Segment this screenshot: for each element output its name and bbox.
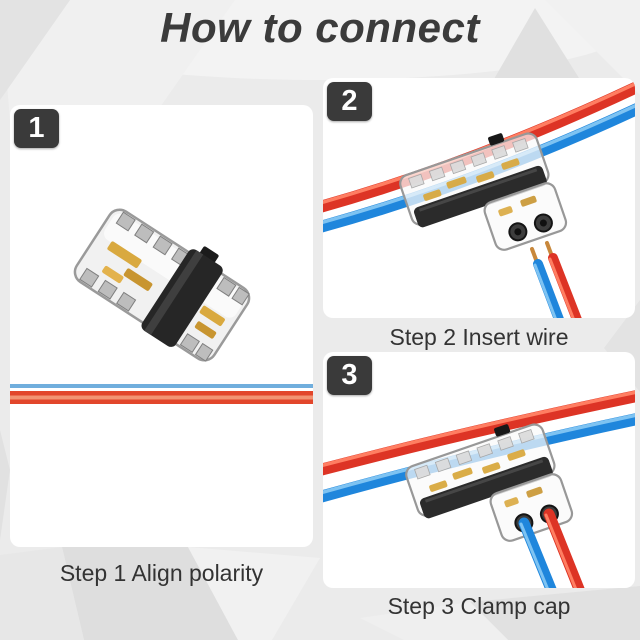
step3-caption: Step 3 Clamp cap (387, 593, 571, 619)
page-title: How to connect (160, 4, 480, 51)
insert-stub (483, 182, 568, 251)
step2-number: 2 (341, 85, 358, 117)
step1-caption: Step 1 Align polarity (59, 560, 264, 586)
latch-nub (488, 133, 505, 146)
step3-number-badge: 3 (327, 356, 372, 395)
step1-wire-pair (10, 384, 313, 404)
step3-panel: 3 (323, 352, 635, 588)
t-tap-connector-icon (399, 132, 568, 251)
step1-number-badge: 1 (14, 109, 59, 148)
gold-contacts (429, 449, 526, 492)
step1-number: 1 (28, 112, 45, 144)
wire-connector-icon (73, 208, 251, 362)
step2-panel: 2 (323, 78, 635, 318)
step2-connector-photo (323, 81, 635, 318)
latch-nub (494, 424, 511, 437)
step3-number: 3 (341, 359, 358, 391)
connector-notches (414, 428, 535, 480)
clamp-band (420, 456, 553, 519)
gold-contacts (423, 158, 520, 201)
clamp-band (414, 165, 547, 228)
step1-panel: 1 (10, 105, 313, 547)
t-tap-connector-icon (405, 423, 574, 542)
clamp-band (141, 246, 223, 347)
step2-caption: Step 2 Insert wire (389, 324, 569, 350)
step3-connector-photo (323, 390, 635, 588)
step1-connector-photo (10, 208, 313, 404)
gold-contacts (102, 241, 225, 339)
branch-wire-pair (518, 508, 585, 588)
connector-notches (79, 211, 250, 362)
connector-notches (408, 137, 529, 189)
step2-number-badge: 2 (327, 82, 372, 121)
stripped-wire-pair (530, 241, 582, 318)
